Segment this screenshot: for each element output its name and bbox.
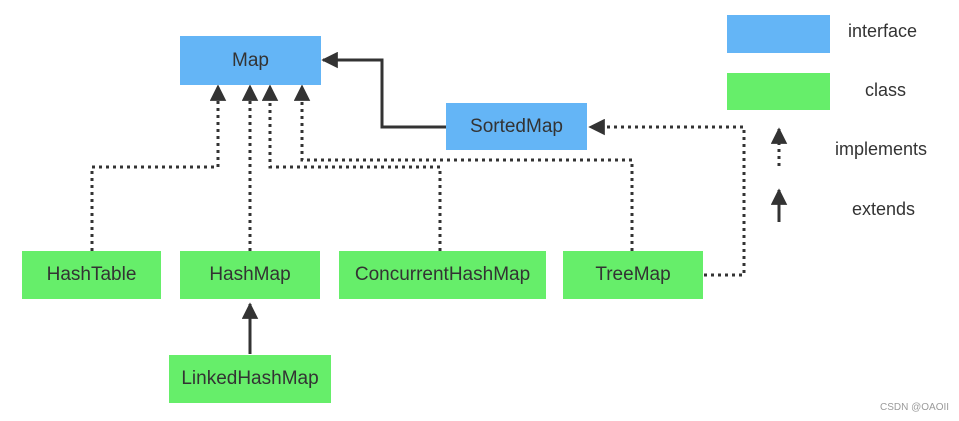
legend-extends-label: extends [852,199,916,219]
legend-class-label: class [865,80,907,100]
legend-interface-swatch [727,15,830,53]
watermark: CSDN @OAOII [880,402,950,413]
edge-treemap-implements-map [293,84,634,251]
node-sortedmap: SortedMap [446,103,587,150]
legend-interface-label: interface [848,21,918,41]
node-hashmap: HashMap [180,251,320,299]
edge-sortedmap-extends-map [321,51,446,129]
edge-treemap-implements-sortedmap [588,118,746,277]
node-map: Map [180,36,321,85]
node-concurrenthashmap: ConcurrentHashMap [339,251,546,299]
edge-concurrenthashmap-implements-map [261,84,442,251]
node-linkedhashmap: LinkedHashMap [169,355,331,403]
node-hashtable: HashTable [22,251,161,299]
legend-implements-label: implements [835,139,928,159]
node-treemap: TreeMap [563,251,703,299]
legend-class-swatch [727,73,830,110]
edge-hashtable-implements-map [90,84,227,251]
